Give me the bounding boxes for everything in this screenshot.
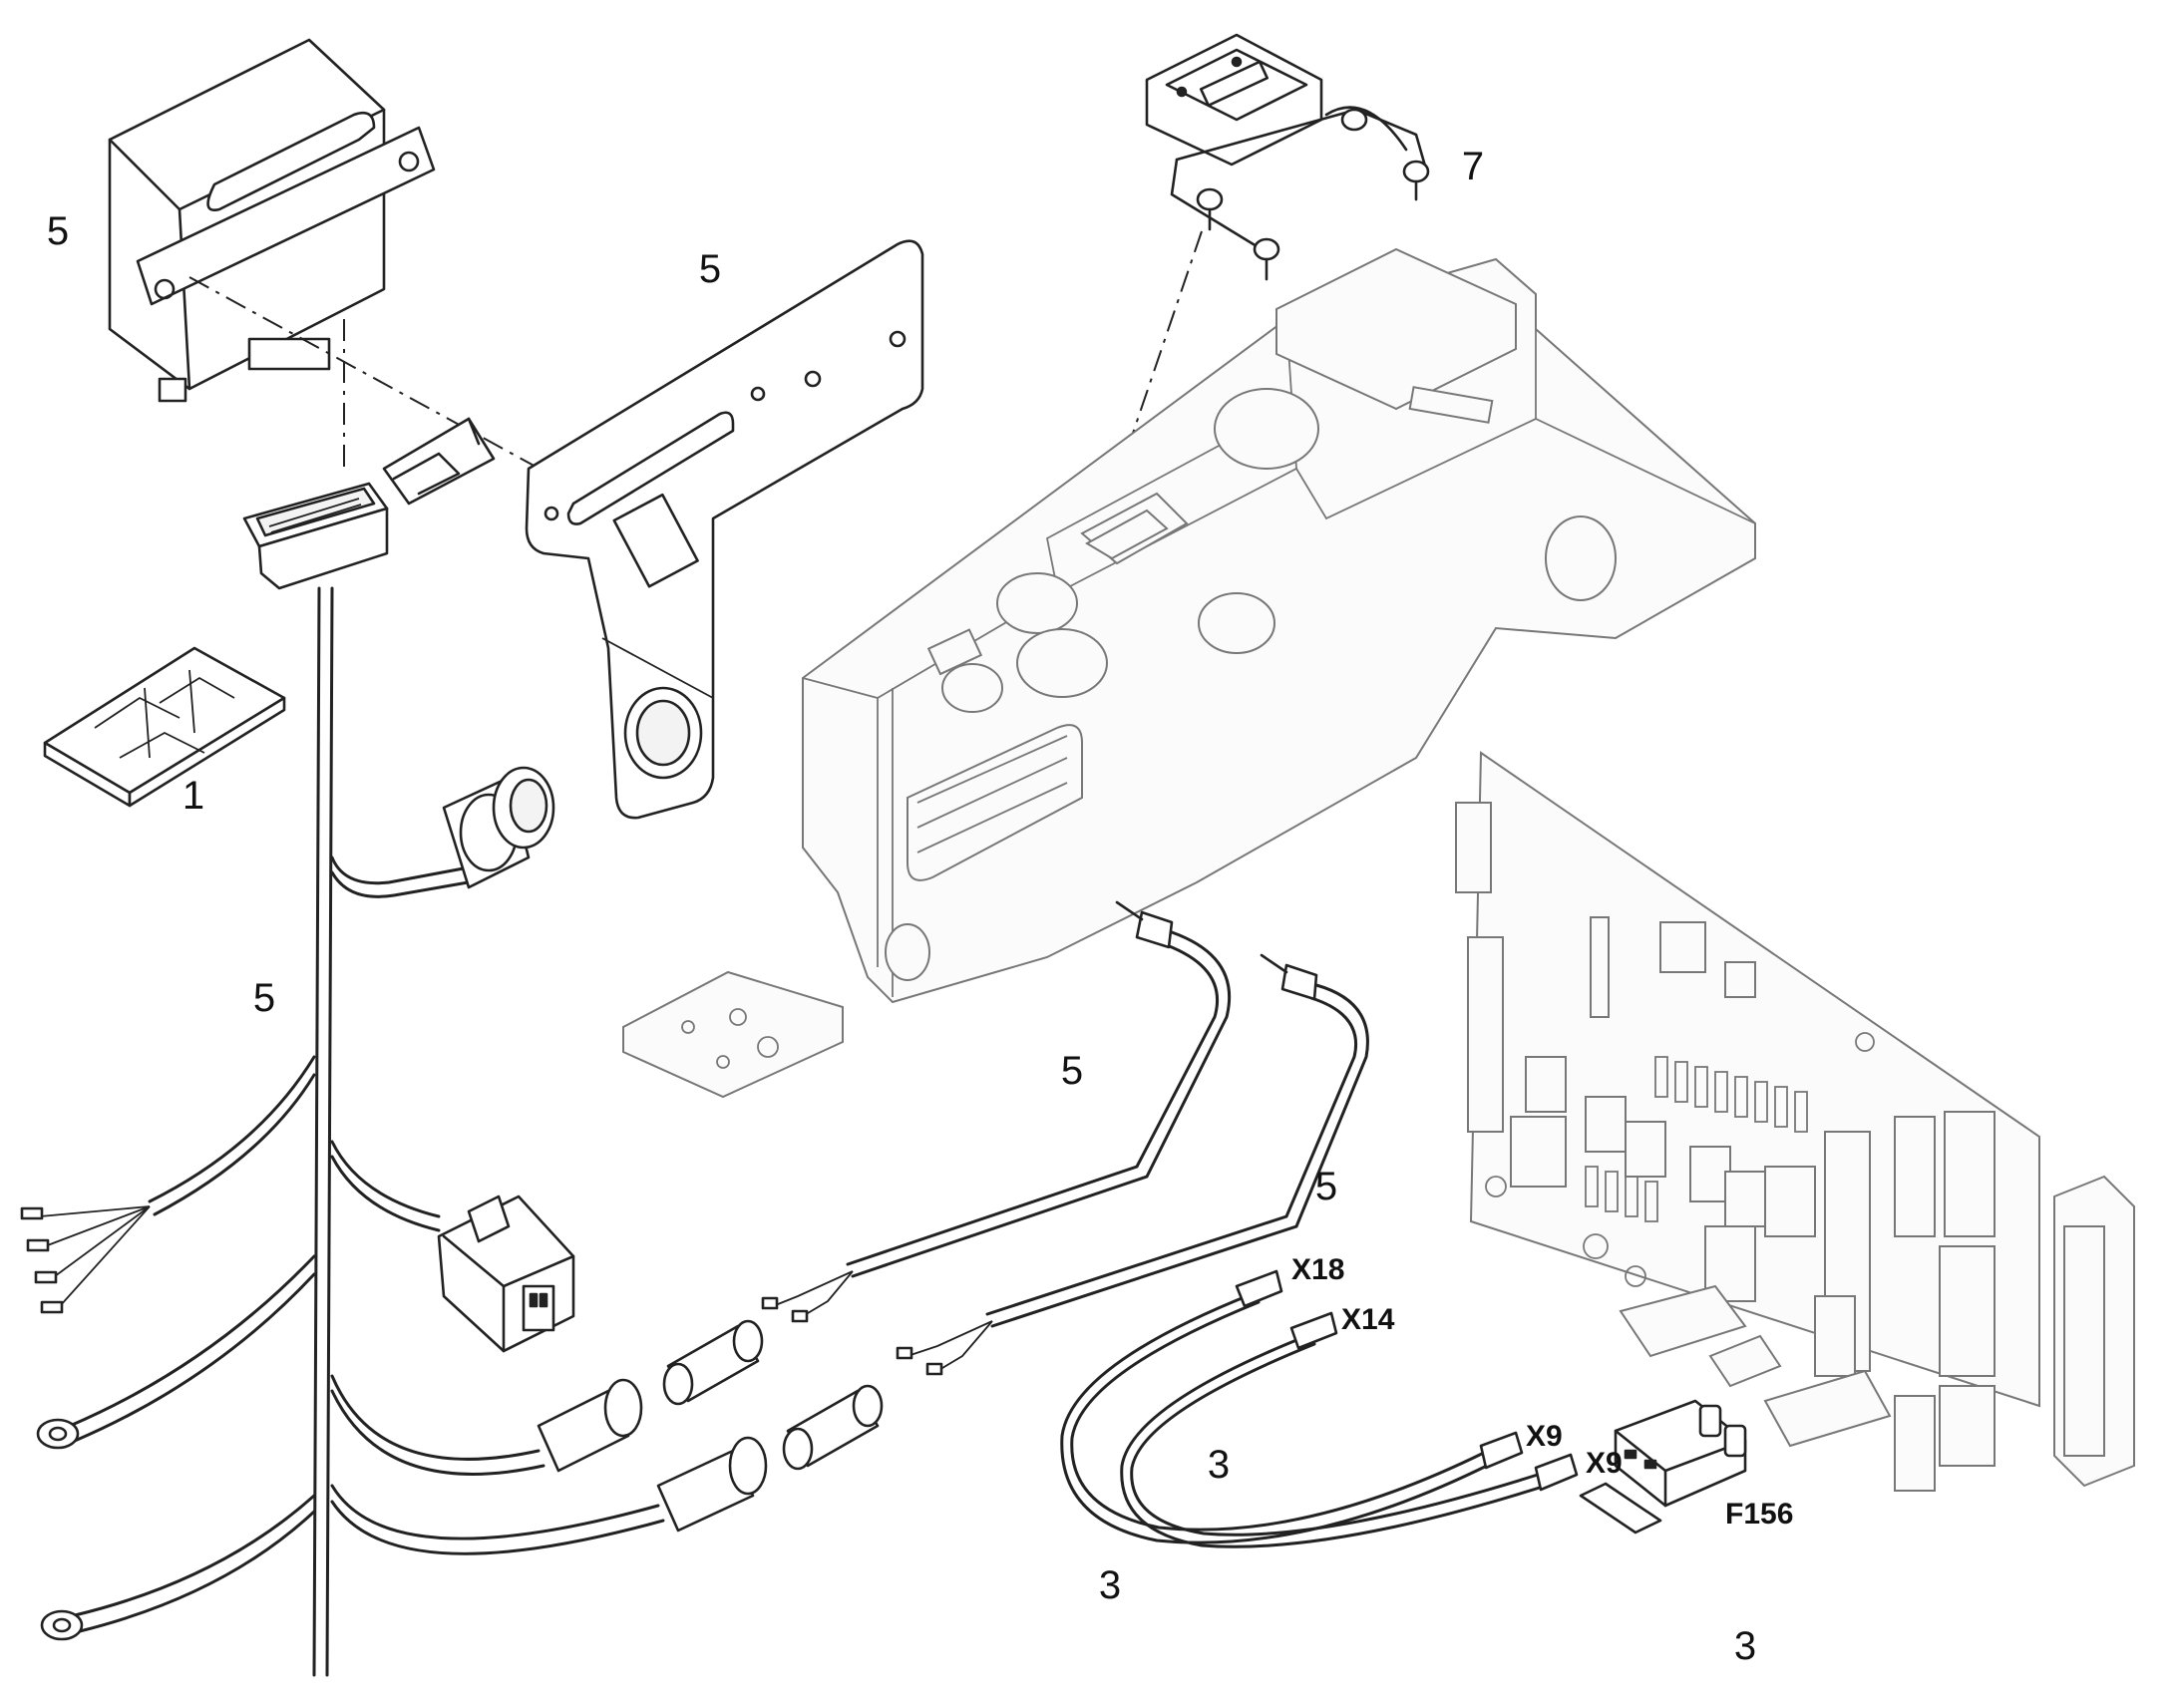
jumper-wire-x14-x9 [1120,1311,1579,1548]
harness-sensor-plug [656,1436,768,1533]
callout-jumper-a: 3 [1208,1443,1230,1487]
connector-latch [382,417,496,506]
callout-display-mount: 7 [1462,145,1484,188]
circuit-board [1455,751,2135,1492]
harness-sensor-plug [537,1378,643,1473]
relay [437,1195,575,1353]
mating-plug [662,1319,764,1406]
callout-ecu-box: 5 [47,209,69,253]
ring-terminal [36,1418,80,1450]
service-manual [43,646,286,808]
loose-wire-ends [20,1205,151,1314]
display-mount [1145,33,1430,281]
connector-label-x9-b: X9 [1586,1447,1623,1480]
machine-frame [622,247,1756,1099]
callout-sensor-cable-b: 5 [1315,1165,1337,1208]
multipin-connector [242,482,389,590]
mounting-bracket [525,239,924,820]
sensor-cable-a [761,900,1232,1323]
connector-label-x9-a: X9 [1526,1420,1563,1453]
round-connector [442,766,555,889]
connector-label-x18: X18 [1291,1253,1344,1286]
callout-fuse: 3 [1734,1624,1756,1668]
alignment-line [188,276,549,475]
callout-jumper-b: 3 [1099,1563,1121,1607]
sensor-cable-b [896,953,1369,1376]
callout-sensor-cable-a: 5 [1061,1049,1083,1093]
callout-manual: 1 [182,774,204,818]
ring-terminal [40,1609,84,1641]
connector-label-f156: F156 [1725,1498,1793,1531]
callout-harness: 5 [253,976,275,1020]
fuse-label-strip [1579,1482,1662,1535]
jumper-wire-x18-x9 [1060,1269,1524,1544]
connector-label-x14: X14 [1341,1303,1395,1336]
control-unit-box [108,38,436,403]
mating-plug [782,1384,884,1471]
fuse-f156 [1614,1399,1747,1508]
callout-bracket: 5 [699,247,721,291]
wiring-harness [68,586,665,1677]
